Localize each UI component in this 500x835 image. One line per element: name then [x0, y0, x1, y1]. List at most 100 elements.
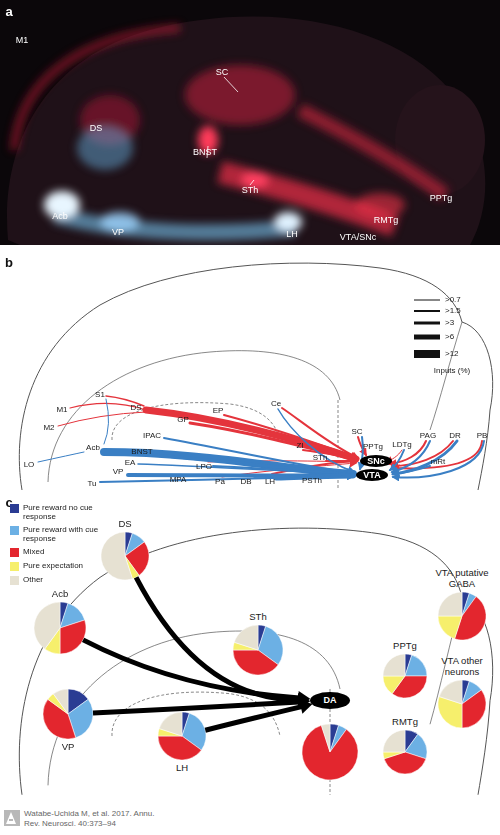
projection-arrow-blue [164, 438, 353, 473]
pie-slice [383, 730, 405, 752]
pie-slice [34, 602, 60, 649]
region-label: MPA [170, 476, 187, 484]
pie-chart [383, 654, 427, 698]
projection-arrow-blue [152, 455, 353, 474]
region-label: Ce [271, 400, 281, 408]
projection-arrow-blue [390, 450, 404, 470]
legend-line-sample [414, 335, 440, 340]
legend-text: >0.7 [445, 295, 461, 304]
legend-text: Mixed [23, 547, 103, 556]
legend-item: >12 [445, 349, 459, 358]
publisher-logo [4, 810, 20, 826]
brain-outline [19, 528, 492, 795]
projection-arrow-red [58, 396, 482, 477]
legend-line-sample [414, 350, 440, 358]
pie-slice [383, 654, 405, 676]
region-label: STh [242, 186, 259, 195]
legend-line-sample [414, 322, 440, 325]
pie-chart-node: DS [101, 532, 149, 580]
pie-slice [321, 724, 330, 752]
legend-item: >6 [445, 332, 454, 341]
pie-slice [234, 625, 258, 650]
legend-text: >1.5 [445, 306, 461, 315]
pie-chart [438, 592, 486, 640]
pie-chart-node: VTA putative GABA [438, 592, 486, 640]
pie-slice [383, 752, 405, 759]
node-label: DA [324, 695, 337, 705]
legend-swatch [10, 562, 19, 571]
node-label: SNc [367, 456, 385, 466]
region-label: DS [90, 124, 103, 133]
fluorescence-image [77, 126, 133, 170]
publisher-logo [4, 810, 20, 826]
fluorescence-image [224, 77, 238, 92]
connector-arrow [93, 695, 310, 713]
connector-line [93, 702, 299, 713]
pie-title: LH [176, 763, 188, 773]
pie-slice [158, 736, 201, 760]
fluorescence-image [0, 0, 500, 245]
projection-arrow-blue [393, 466, 430, 474]
pie-chart [383, 730, 427, 774]
region-label: Tu [87, 480, 96, 488]
pie-slice [438, 616, 462, 639]
pie-slice [60, 620, 86, 654]
pie-chart-node: LH [158, 712, 206, 760]
legend-text: Pure reward no cue response [23, 503, 103, 521]
region-label: IPAC [143, 432, 161, 440]
legend-swatch [10, 548, 19, 557]
region-label: Acb [86, 444, 100, 452]
region-label: LO [24, 461, 35, 469]
legend-line-sample [414, 300, 440, 301]
target-ellipse: SNc [360, 455, 392, 467]
legend-line-sample [414, 310, 440, 312]
pie-title: VP [62, 742, 75, 752]
connector-arrow [136, 577, 310, 707]
pie-slice [405, 655, 427, 676]
brain-outline [48, 631, 340, 785]
legend-text: >12 [445, 349, 459, 358]
region-label: SC [351, 428, 362, 436]
region-label: PPTg [430, 194, 453, 203]
projection-arrow-blue [393, 441, 457, 474]
region-label: VP [113, 468, 124, 476]
pie-slice [101, 532, 132, 580]
pie-chart [158, 712, 206, 760]
projection-arrow-blue [322, 476, 353, 477]
region-label: BNST [193, 148, 217, 157]
brain-outline [19, 263, 492, 490]
pie-slice [438, 592, 462, 616]
region-label: LH [265, 478, 275, 486]
region-label: PSTh [302, 477, 322, 485]
region-label: Pa [215, 478, 225, 486]
pie-title: VTA other neurons [425, 656, 499, 677]
pie-slice [53, 689, 68, 714]
pie-chart-node: PPTg [383, 654, 427, 698]
legend-text: Other [23, 575, 103, 584]
region-label: RMTg [374, 216, 399, 225]
publisher-logo [9, 819, 13, 821]
panel-letter: b [5, 256, 13, 269]
projection-arrow-red [58, 412, 146, 426]
pie-slice [159, 712, 182, 736]
panel-letter: a [5, 5, 12, 18]
region-label: PAG [420, 432, 436, 440]
pie-title: DS [118, 519, 131, 529]
region-label: PB [477, 432, 488, 440]
projection-arrow-blue [104, 399, 109, 444]
legend-text: >3 [445, 318, 454, 327]
fluorescence-image [7, 17, 485, 246]
fluorescence-image [185, 65, 295, 125]
legend-item: Other [10, 575, 103, 585]
legend-text: Pure expectation [23, 561, 103, 570]
region-label: DR [449, 432, 461, 440]
arrow-head [298, 691, 310, 705]
region-label: M1 [56, 406, 67, 414]
fluorescence-image [355, 193, 405, 217]
legend-item: >3 [445, 318, 454, 327]
pie-slice [233, 650, 278, 675]
arrow-head [298, 693, 310, 707]
region-label: PPTg [363, 443, 383, 451]
region-label: S1 [95, 391, 105, 399]
